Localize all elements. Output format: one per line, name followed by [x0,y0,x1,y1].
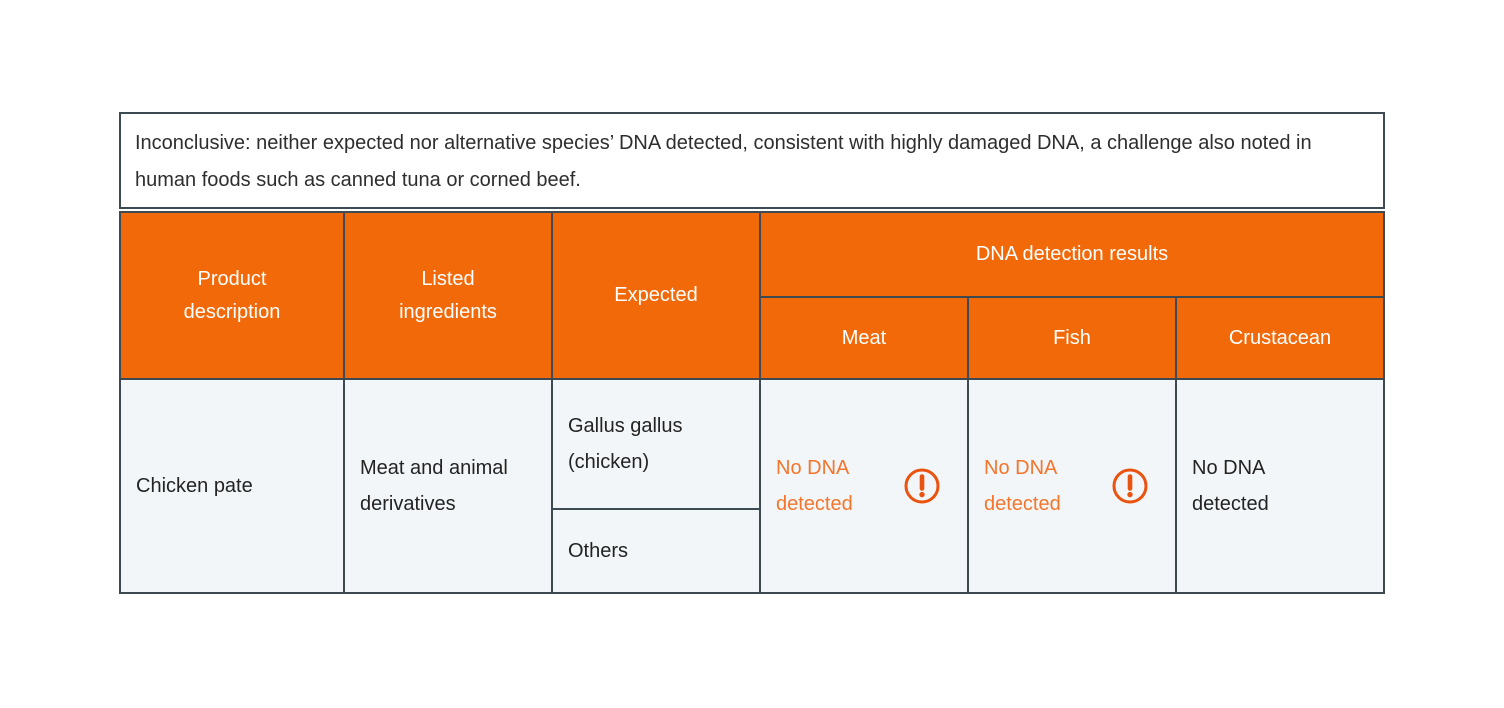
column-header-fish: Fish [969,298,1175,378]
fish-result-value: No DNA detected [984,457,1061,515]
dna-results-table: Product description Listed ingredients E… [119,211,1385,594]
meat-result-value: No DNA detected [776,457,853,515]
column-header-fish-label: Fish [1053,326,1091,349]
cell-meat-result: No DNA detected [761,380,967,592]
column-header-expected: Expected [553,213,759,378]
cell-expected: Gallus gallus (chicken) Others [553,380,759,592]
column-group-header-dna-detection-results-label: DNA detection results [975,243,1169,265]
column-header-meat: Meat [761,298,967,378]
inconclusive-note-text: Inconclusive: neither expected nor alter… [135,132,1312,191]
column-header-crustacean-label: Crustacean [1228,326,1332,349]
expected-species-value: Gallus gallus (chicken) [568,415,683,473]
column-header-crustacean: Crustacean [1177,298,1383,378]
cell-expected-species: Gallus gallus (chicken) [553,380,759,508]
listed-ingredients-value: Meat and animal derivatives [360,457,508,515]
column-header-meat-label: Meat [841,326,887,349]
column-header-product-description: Product description [121,213,343,378]
cell-listed-ingredients: Meat and animal derivatives [345,380,551,592]
column-header-expected-label: Expected [614,284,698,306]
expected-others-value: Others [568,540,629,562]
cell-fish-result: No DNA detected [969,380,1175,592]
inconclusive-note: Inconclusive: neither expected nor alter… [119,112,1385,209]
product-description-value: Chicken pate [136,475,253,497]
warning-icon [904,468,940,504]
cell-expected-others: Others [553,510,759,592]
column-header-listed-ingredients-label: Listed ingredients [399,267,497,323]
cell-crustacean-result: No DNA detected [1177,380,1383,592]
cell-product-description: Chicken pate [121,380,343,592]
column-group-header-dna-detection-results: DNA detection results [761,213,1383,296]
warning-icon [1112,468,1148,504]
column-header-product-description-label: Product description [183,267,281,323]
column-header-listed-ingredients: Listed ingredients [345,213,551,378]
crustacean-result-value: No DNA detected [1192,457,1269,515]
